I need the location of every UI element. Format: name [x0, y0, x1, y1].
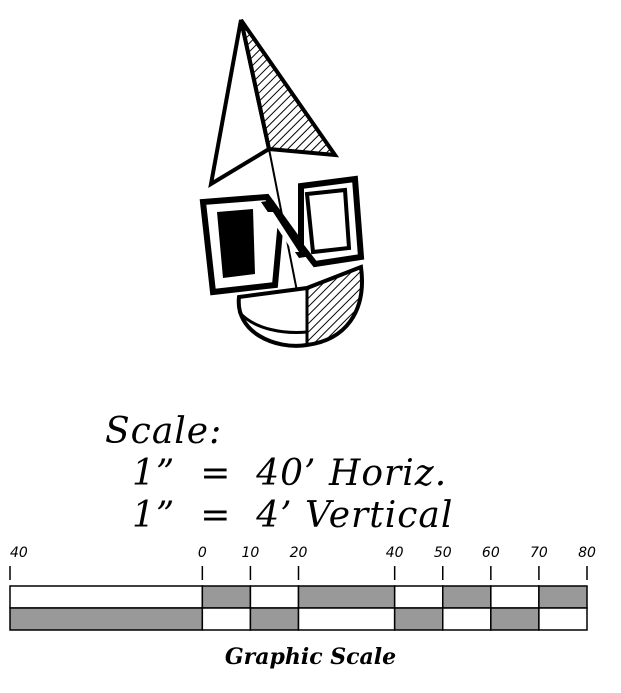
- north-letter-n: [199, 175, 365, 296]
- scale-tick-label: 80: [578, 545, 596, 561]
- scale-segment: [9, 607, 204, 631]
- scale-horizontal: 1” = 40’ Horiz.: [132, 453, 448, 494]
- scale-segment: [442, 585, 492, 609]
- scale-vertical: 1” = 4’ Vertical: [132, 495, 454, 536]
- scale-segment: [9, 585, 204, 609]
- scale-segment: [249, 585, 300, 609]
- scale-tick-label: 40: [386, 545, 404, 561]
- north-label: N: [195, 12, 196, 13]
- scale-segment: [201, 585, 252, 609]
- scale-segment: [442, 607, 492, 631]
- north-arrow-icon: N: [195, 12, 365, 348]
- scale-segment: [490, 585, 540, 609]
- arrow-tail-hatched: [305, 264, 364, 347]
- scale-segment: [297, 607, 396, 631]
- scale-segment: [249, 607, 300, 631]
- scale-tick-label: 60: [482, 545, 500, 561]
- scale-segment: [393, 607, 444, 631]
- graphic-scale-caption: Graphic Scale: [224, 644, 397, 670]
- scale-tick-label: 10: [242, 545, 260, 561]
- scale-tick-label: 0: [198, 545, 207, 561]
- arrow-tail-inner: [237, 310, 308, 334]
- scale-segment: [393, 585, 444, 609]
- scale-title: Scale:: [105, 411, 223, 452]
- scale-tick-label: 20: [290, 545, 308, 561]
- scale-tick-label: 70: [530, 545, 548, 561]
- scale-tick-label: 50: [434, 545, 452, 561]
- arrow-right-half: [239, 18, 340, 158]
- scale-segment: [538, 607, 588, 631]
- scale-segment: [490, 607, 540, 631]
- scale-tick-label: 40: [10, 545, 28, 561]
- scale-segment: [201, 607, 252, 631]
- graphic-scale-bar: 40 0 10 20 40 50 60 70 80: [9, 545, 596, 631]
- scale-segment: [297, 585, 396, 609]
- scale-segment: [538, 585, 588, 609]
